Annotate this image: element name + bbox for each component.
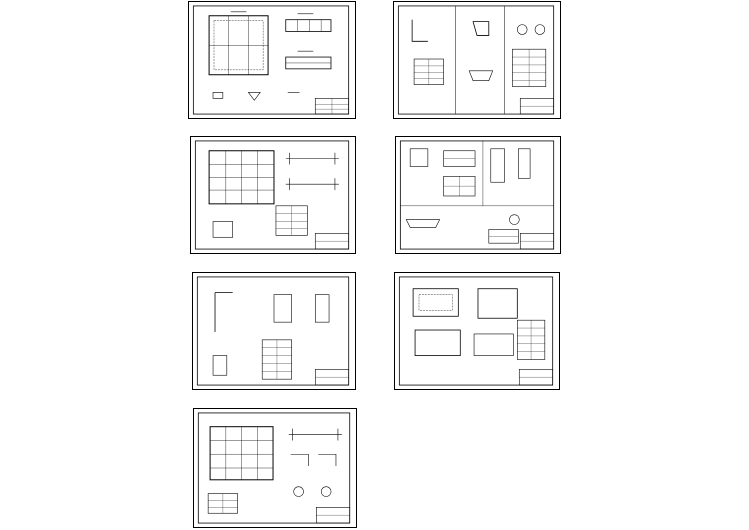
sheet-7-drawing <box>197 412 351 524</box>
drawing-sheet-2[interactable] <box>393 1 561 119</box>
drawing-sheet-6[interactable] <box>394 272 560 390</box>
sheet-4-drawing <box>399 140 555 250</box>
drawing-sheet-4[interactable] <box>395 136 561 254</box>
sheet-1-drawing <box>192 5 350 115</box>
sheet-5-drawing <box>196 276 350 386</box>
drawing-sheet-7[interactable] <box>193 408 357 528</box>
drawing-sheet-5[interactable] <box>192 272 356 390</box>
drawing-sheet-3[interactable] <box>190 136 356 254</box>
sheet-2-drawing <box>397 5 555 115</box>
sheet-6-drawing <box>398 276 554 386</box>
sheet-3-drawing <box>194 140 350 250</box>
drawing-sheet-1[interactable] <box>188 1 356 119</box>
